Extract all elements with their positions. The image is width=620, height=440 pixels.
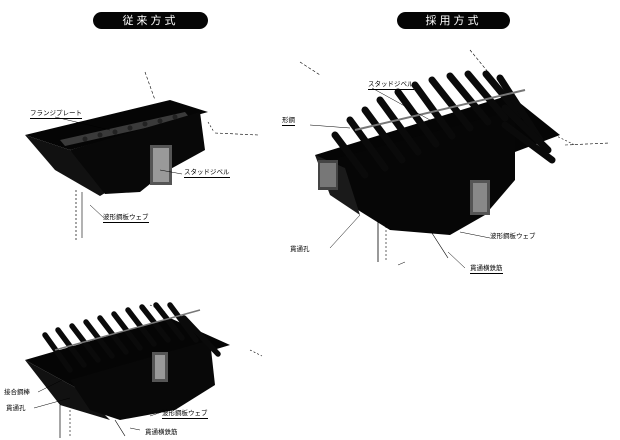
label-through-hole: 貫通孔 (6, 404, 26, 412)
web-body (70, 112, 205, 194)
label-stud-dowel: スタッドジベル (184, 168, 230, 178)
label-corrugated-web: 波形鋼板ウェブ (490, 232, 536, 240)
label-through-rebar: 貫通横鉄筋 (470, 264, 503, 274)
conventional-diagram (25, 71, 259, 240)
label-through-rebar: 貫通横鉄筋 (145, 428, 178, 436)
web-body (330, 110, 515, 235)
label-stud-dowel: スタッドジベル (368, 80, 414, 90)
transverse-bars (42, 302, 221, 373)
label-corrugated-web: 波形鋼板ウェブ (103, 213, 149, 223)
bottom-diagram (25, 302, 263, 438)
web-body (70, 340, 215, 420)
label-shaped-steel: 形鋼 (282, 116, 295, 126)
label-through-hole: 貫通孔 (290, 245, 310, 253)
adopted-diagram (299, 49, 611, 269)
heading-conventional: 従来方式 (93, 12, 208, 29)
transverse-bars (331, 70, 556, 179)
deck-slab (25, 100, 208, 150)
heading-adopted: 採用方式 (397, 12, 510, 29)
label-corrugated-web: 波形鋼板ウェブ (162, 409, 208, 419)
label-joint-bar: 接合鋼棒 (4, 388, 30, 396)
label-flange-plate: フランジプレート (30, 109, 82, 119)
flange-plate (60, 112, 190, 146)
